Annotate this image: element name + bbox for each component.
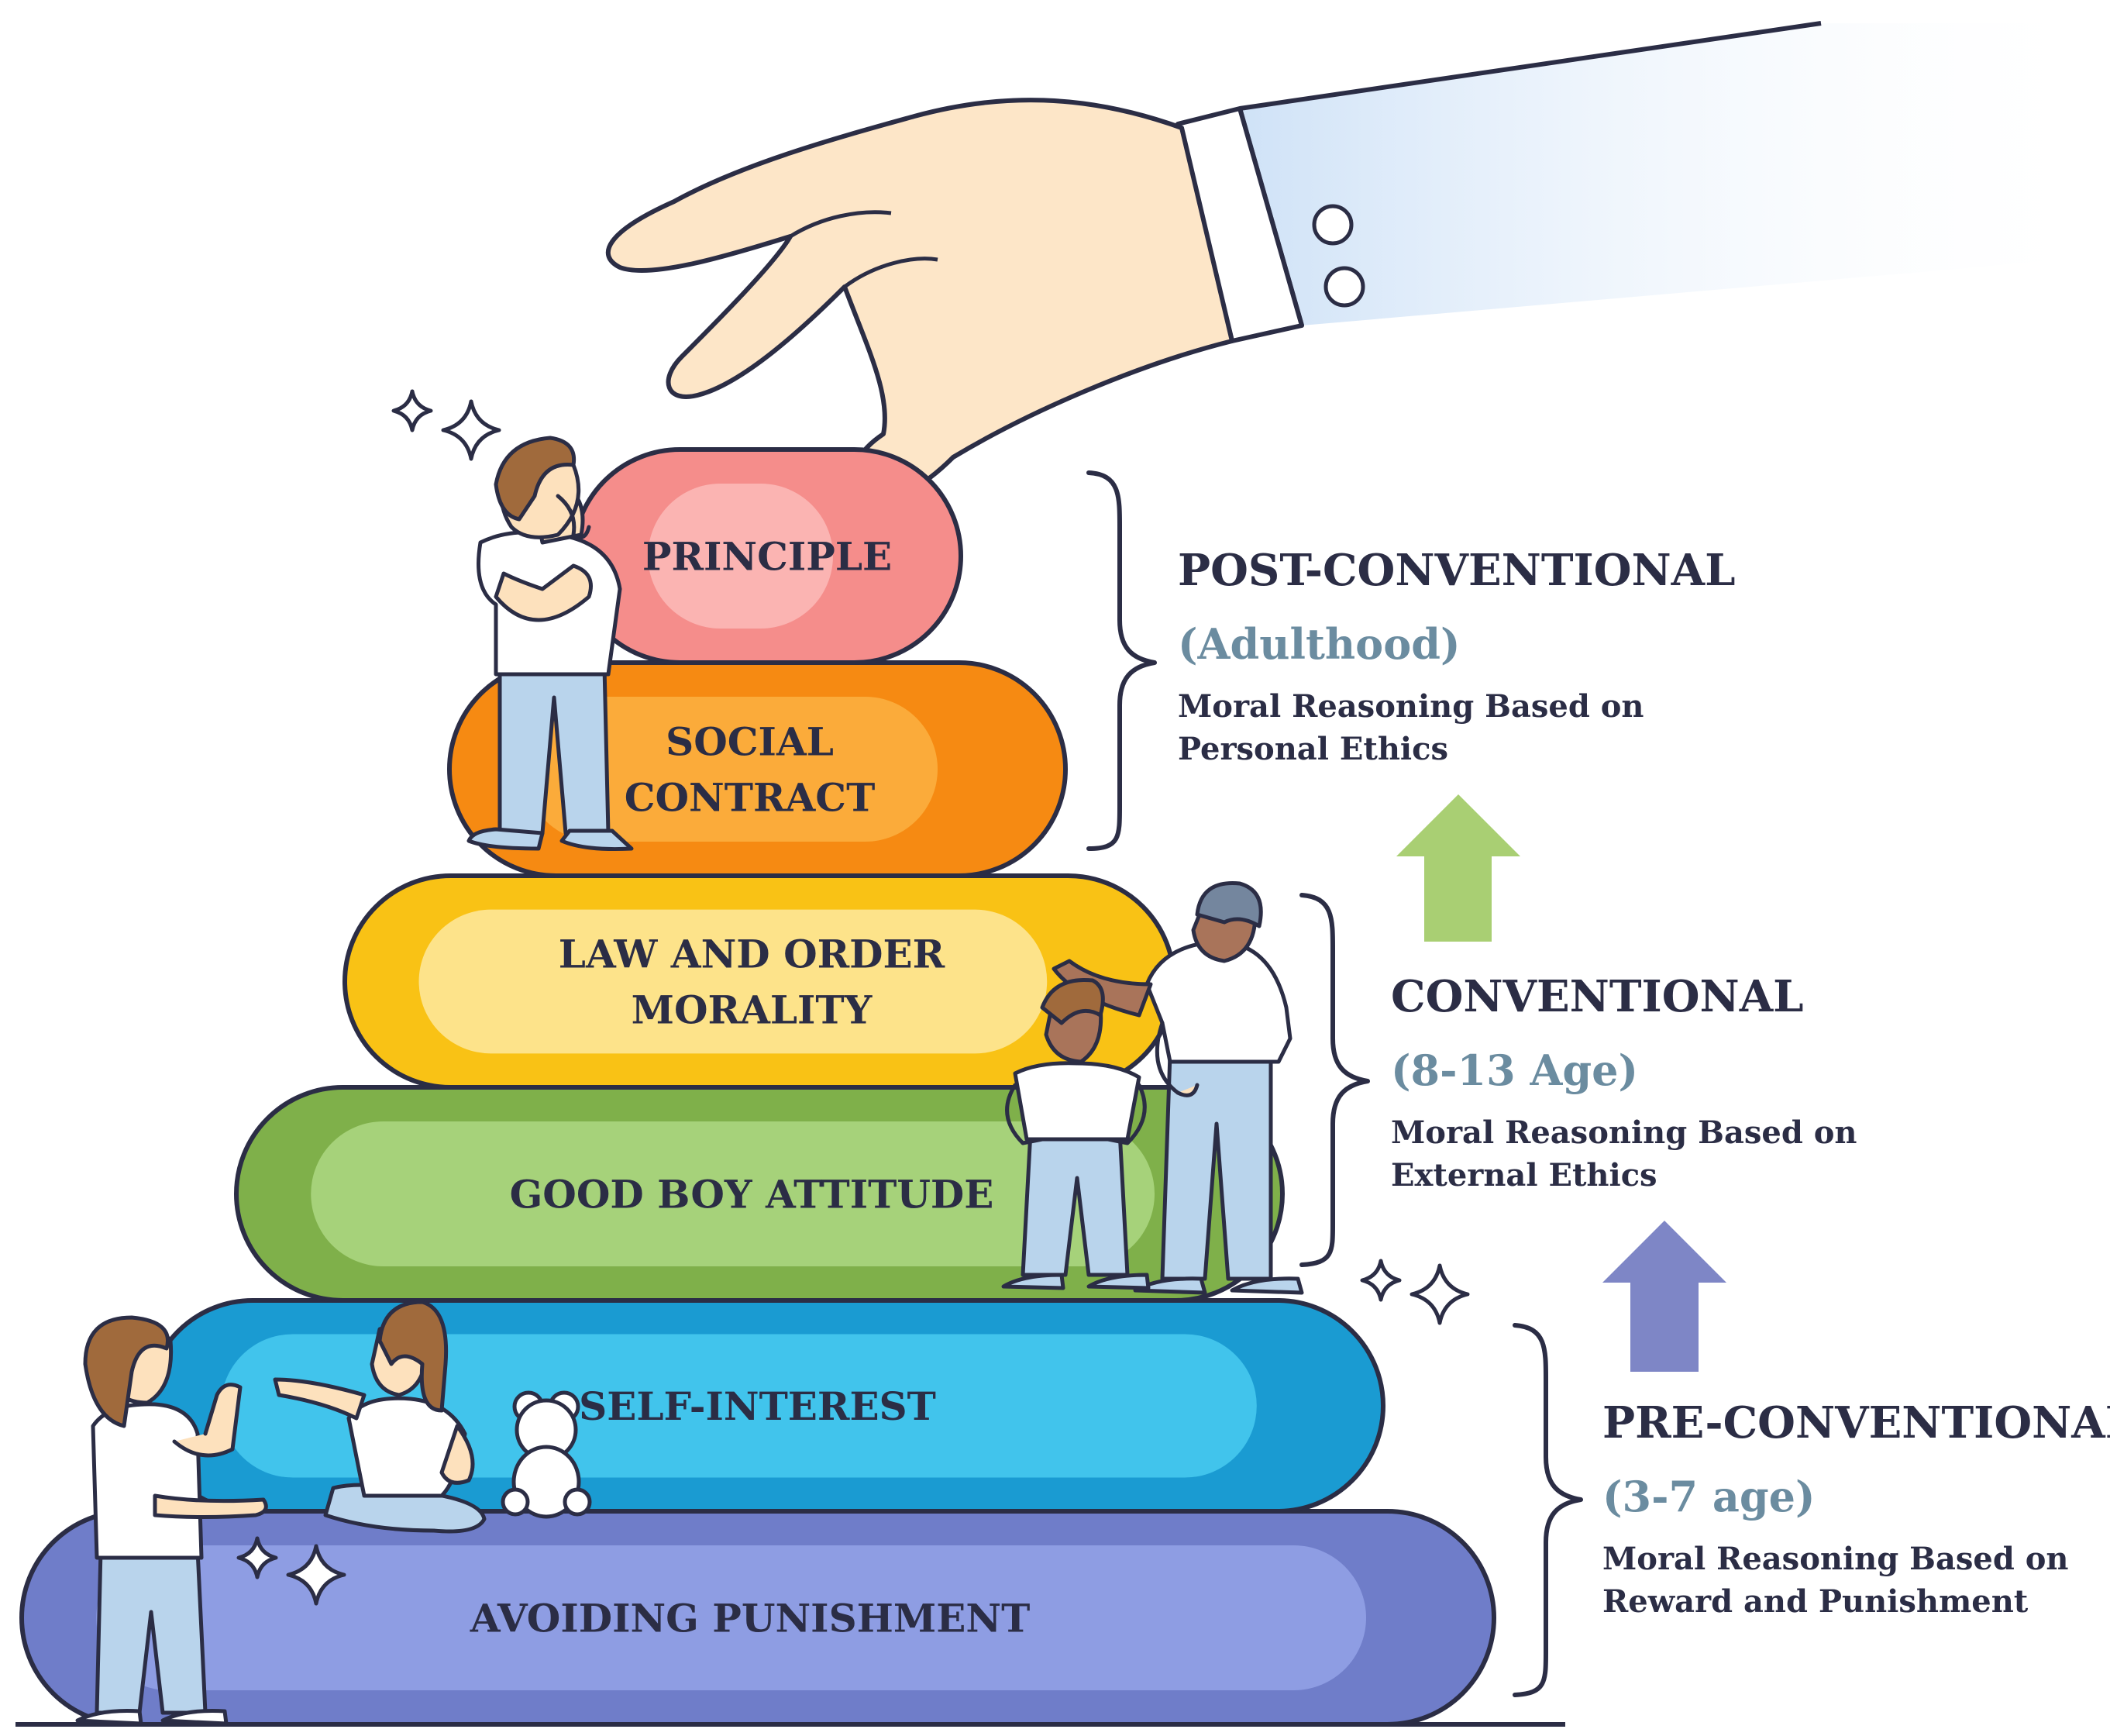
- sparkle-icon: [391, 389, 433, 432]
- conventional-desc-line-1: Moral Reasoning Based on: [1391, 1114, 1857, 1151]
- stage-pills-stack: AVOIDING PUNISHMENT SELF-INTEREST GOOD BOY…: [19, 447, 1496, 1727]
- pre-conventional-brace: [1513, 1323, 1583, 1697]
- pill-avoiding-punishment: AVOIDING PUNISHMENT: [19, 1509, 1496, 1727]
- reaching-hand-illustration: [605, 21, 2110, 499]
- pill-highlight: [418, 909, 1048, 1054]
- sparkle-icon: [441, 399, 501, 461]
- sparkle-icon: [286, 1544, 346, 1606]
- pre-conventional-age: (3-7 age): [1602, 1472, 1816, 1521]
- thinking-person-illustration: [466, 436, 634, 852]
- pill-label-self-interest: SELF-INTEREST: [579, 1383, 936, 1429]
- pill-highlight: [648, 484, 833, 629]
- children-playing-illustration: [75, 1300, 592, 1726]
- stage-text-conventional: CONVENTIONAL (8-13 Age) Moral Reasoning …: [1391, 971, 1857, 1194]
- post-conventional-title: POST-CONVENTIONAL: [1178, 545, 1736, 596]
- green-up-arrow: [1396, 794, 1520, 942]
- stage-text-pre-conventional: PRE-CONVENTIONAL (3-7 age) Moral Reasoni…: [1602, 1397, 2110, 1620]
- arrows: [1396, 794, 1726, 1372]
- pill-label-law-and-order-line-1: LAW AND ORDER: [559, 932, 945, 977]
- post-conventional-brace: [1086, 470, 1157, 851]
- stage-text-post-conventional: POST-CONVENTIONAL (Adulthood) Moral Reas…: [1178, 545, 1736, 767]
- people-illustrations: [75, 436, 1304, 1726]
- sparkles: [236, 389, 1470, 1606]
- post-conventional-desc-line-2: Personal Ethics: [1178, 731, 1448, 767]
- pre-conventional-desc-line-2: Reward and Punishment: [1602, 1583, 2029, 1620]
- conventional-age: (8-13 Age): [1391, 1045, 1638, 1095]
- pill-label-social-contract-line-2: CONTRACT: [625, 775, 876, 821]
- conventional-brace: [1299, 893, 1370, 1267]
- blue-up-arrow: [1602, 1221, 1726, 1372]
- post-conventional-age: (Adulthood): [1178, 619, 1461, 669]
- pill-label-principle: PRINCIPLE: [642, 534, 892, 580]
- sparkle-icon: [1410, 1263, 1470, 1325]
- pill-highlight: [311, 1121, 1155, 1266]
- post-conventional-desc-line-1: Moral Reasoning Based on: [1178, 688, 1644, 725]
- pill-good-boy-attitude: GOOD BOY ATTITUDE: [234, 1085, 1285, 1303]
- conventional-desc-line-2: External Ethics: [1391, 1157, 1657, 1194]
- teddy-bear-icon: [501, 1390, 592, 1519]
- pill-law-and-order: LAW AND ORDER MORALITY: [342, 873, 1176, 1090]
- pill-label-social-contract-line-1: SOCIAL: [666, 719, 834, 765]
- pill-highlight: [524, 697, 938, 842]
- pill-label-law-and-order-line-2: MORALITY: [632, 987, 873, 1033]
- braces: [1086, 470, 1583, 1697]
- sparkle-icon: [236, 1536, 278, 1579]
- sparkle-icon: [1360, 1259, 1402, 1302]
- pill-label-avoiding-punishment: AVOIDING PUNISHMENT: [470, 1596, 1031, 1641]
- pill-label-good-boy-attitude: GOOD BOY ATTITUDE: [510, 1172, 994, 1218]
- pre-conventional-desc-line-1: Moral Reasoning Based on: [1602, 1541, 2068, 1577]
- father-and-child-illustration: [1001, 881, 1304, 1295]
- pre-conventional-title: PRE-CONVENTIONAL: [1602, 1397, 2110, 1448]
- conventional-title: CONVENTIONAL: [1391, 971, 1804, 1022]
- pill-highlight: [96, 1545, 1366, 1690]
- pill-principle: PRINCIPLE: [571, 447, 963, 665]
- pill-highlight: [221, 1334, 1257, 1478]
